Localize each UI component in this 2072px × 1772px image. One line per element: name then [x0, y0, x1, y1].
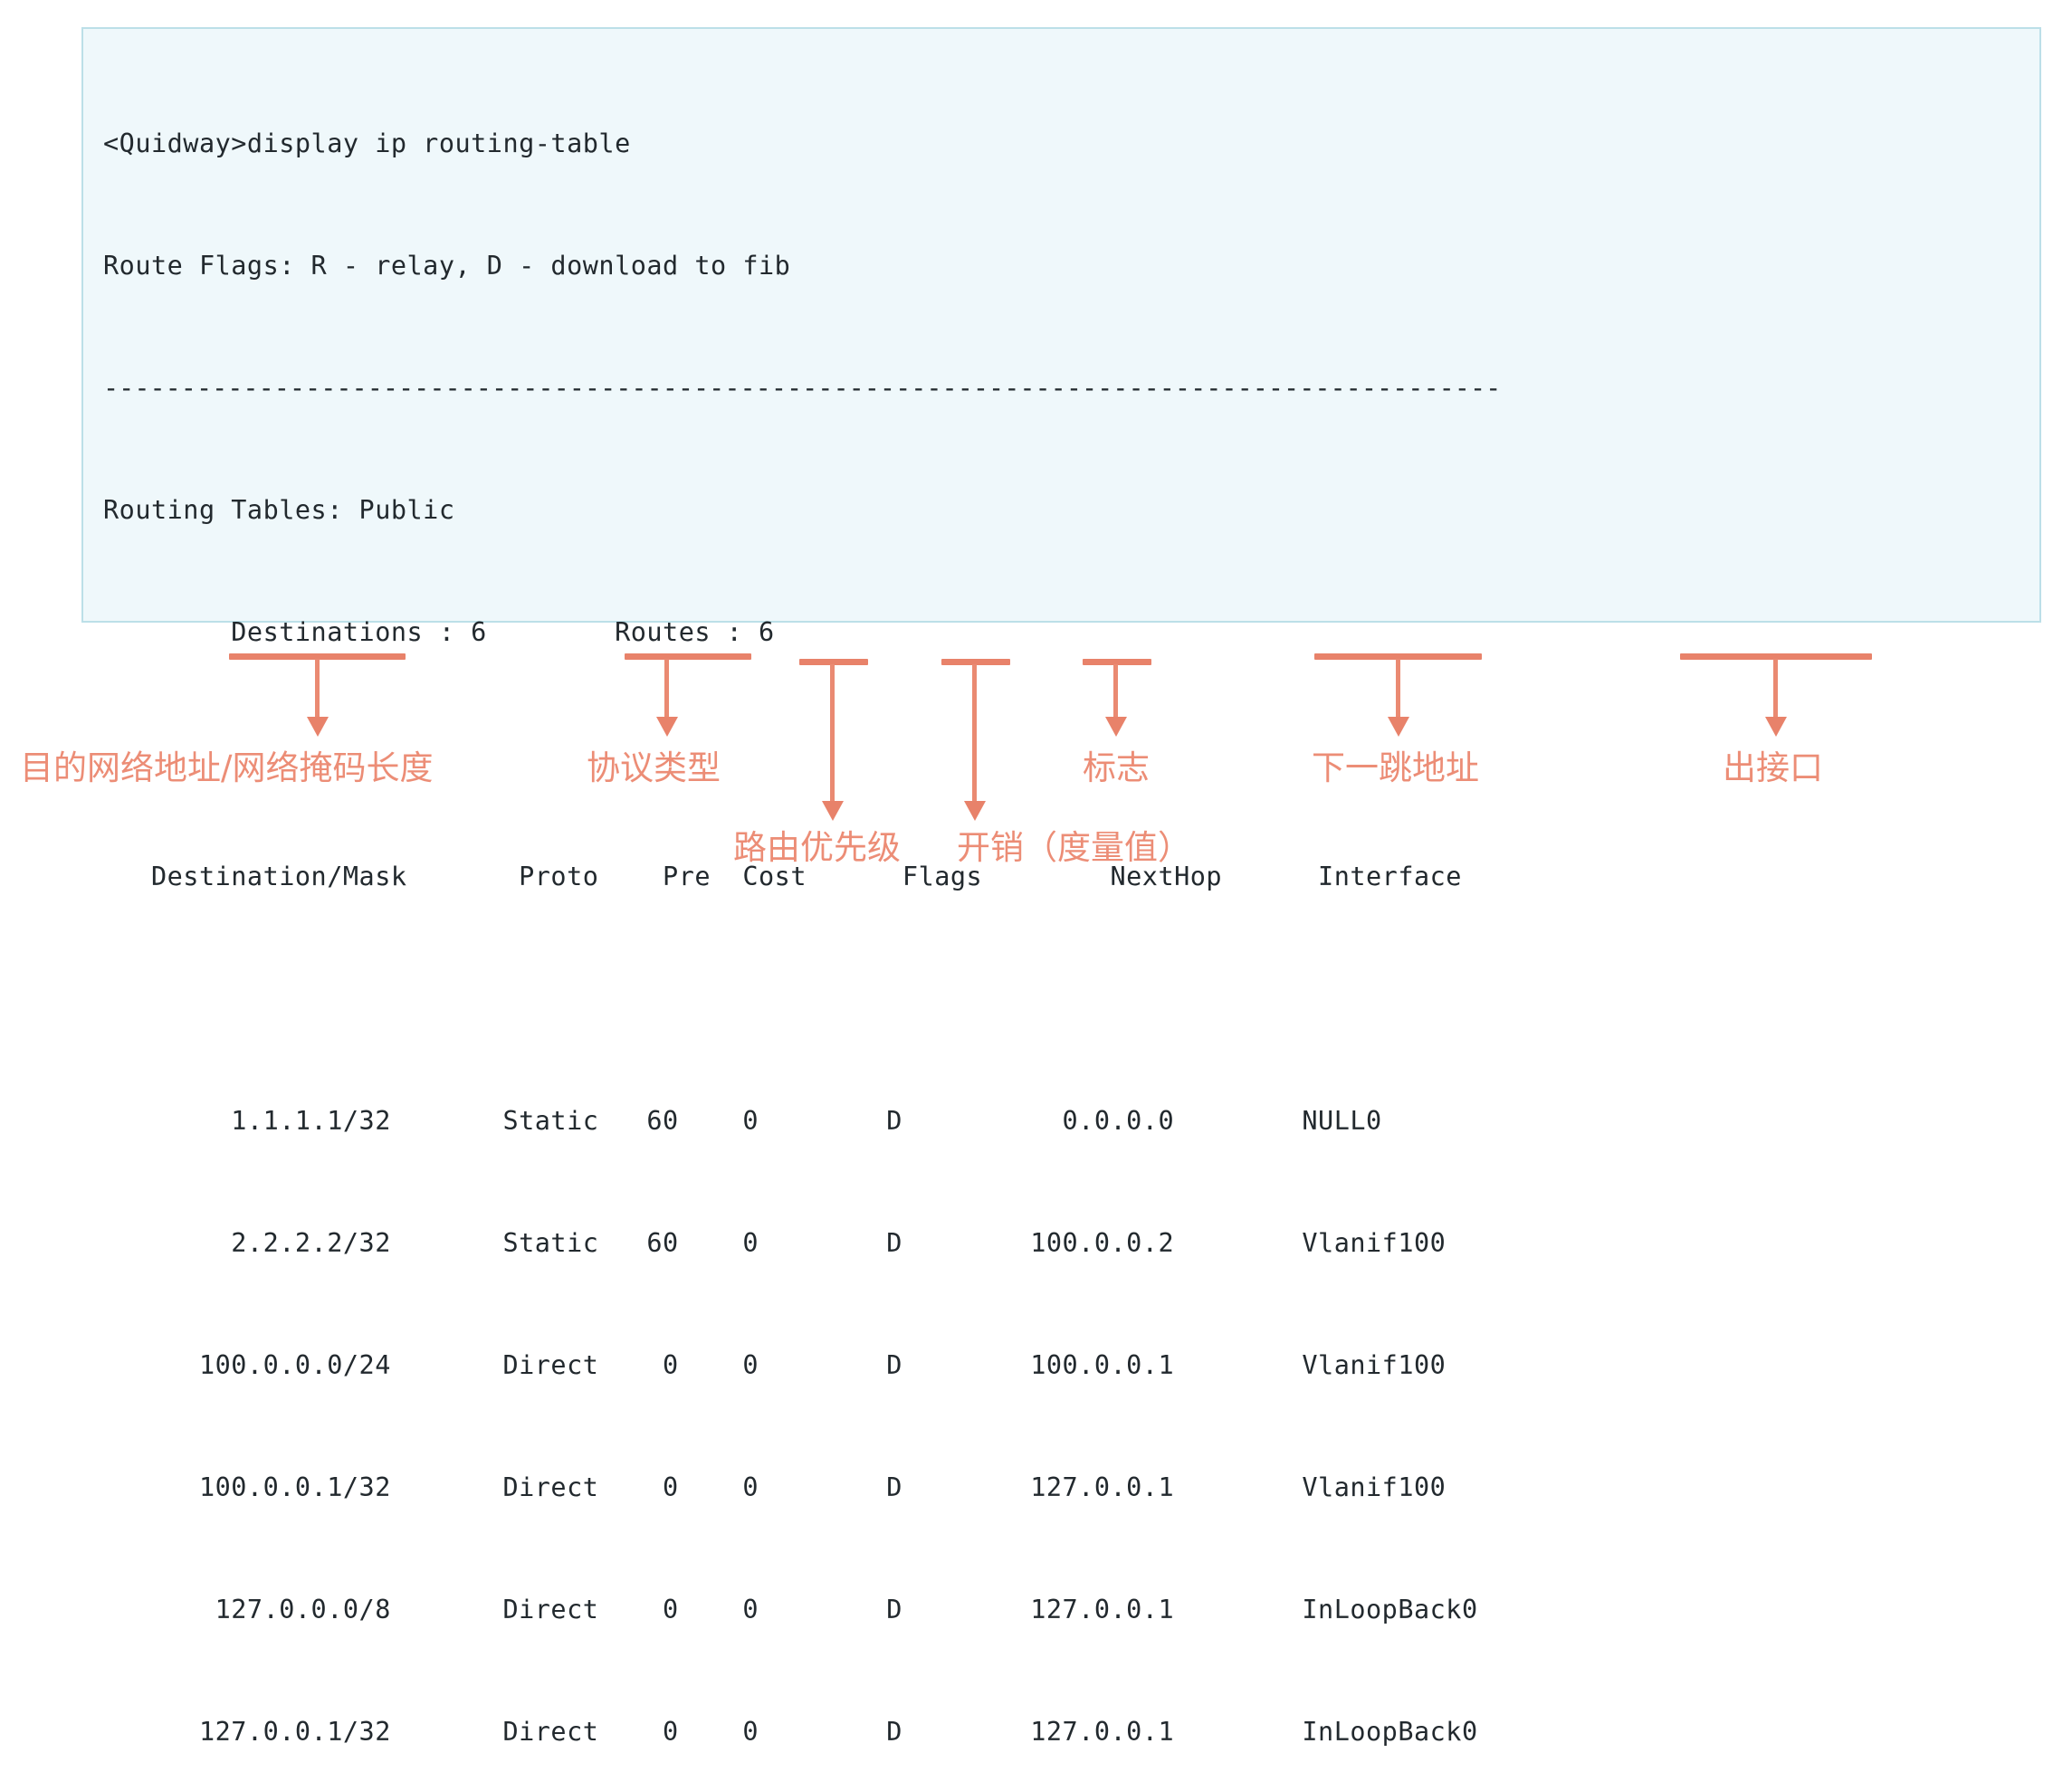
pointer-stem-icon — [1773, 659, 1778, 719]
arrow-head-icon — [1765, 717, 1787, 737]
routing-tables-scope: Routing Tables: Public — [103, 495, 455, 525]
terminal-output-box: <Quidway>display ip routing-table Route … — [81, 27, 2041, 1747]
routing-table-header: Destination/Mask Proto Pre Cost Flags Ne… — [103, 862, 1462, 891]
table-row: 127.0.0.1/32 Direct 0 0 D 127.0.0.1 InLo… — [103, 1717, 1478, 1747]
annotation-label-interface: 出接口 — [1723, 748, 1823, 787]
spacer-line — [103, 734, 1501, 775]
pointer-bar-icon — [1680, 653, 1872, 660]
table-row: 2.2.2.2/32 Static 60 0 D 100.0.0.2 Vlani… — [103, 1228, 1447, 1258]
routing-summary-line: Destinations : 6 Routes : 6 — [103, 617, 775, 647]
spacer-line-2 — [103, 978, 1501, 1019]
table-row: 127.0.0.0/8 Direct 0 0 D 127.0.0.1 InLoo… — [103, 1595, 1478, 1624]
terminal-flags-line: Route Flags: R - relay, D - download to … — [103, 251, 791, 281]
terminal-prompt-line: <Quidway>display ip routing-table — [103, 129, 631, 158]
table-row: 100.0.0.1/32 Direct 0 0 D 127.0.0.1 Vlan… — [103, 1472, 1447, 1502]
table-row: 1.1.1.1/32 Static 60 0 D 0.0.0.0 NULL0 — [103, 1106, 1382, 1136]
table-row: 100.0.0.0/24 Direct 0 0 D 100.0.0.1 Vlan… — [103, 1350, 1447, 1380]
terminal-text-content: <Quidway>display ip routing-table Route … — [103, 42, 1501, 1772]
terminal-separator: ----------------------------------------… — [103, 373, 1502, 403]
